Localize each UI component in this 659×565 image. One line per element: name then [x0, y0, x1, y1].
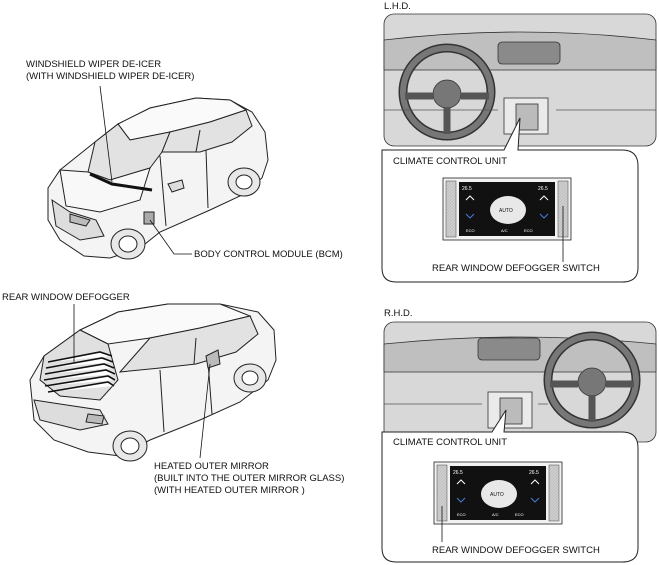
- front-vehicle-illustration: [47, 97, 269, 260]
- lhd-climate-panel: 26.5 26.5 AUTO ECO A/C ECO: [442, 177, 572, 241]
- lhd-temp-right: 26.5: [538, 186, 548, 192]
- rhd-eco-right: ECO: [515, 512, 524, 517]
- rhd-dashboard-illustration: [383, 321, 657, 443]
- rhd-eco-left: ECO: [457, 512, 466, 517]
- lhd-auto-label: AUTO: [499, 208, 513, 214]
- rhd-ac-label: A/C: [492, 512, 499, 517]
- lhd-defogger-switch-label: REAR WINDOW DEFOGGER SWITCH: [432, 263, 600, 274]
- lhd-dashboard-illustration: [383, 13, 657, 147]
- bcm-label: BODY CONTROL MODULE (BCM): [194, 249, 343, 260]
- rhd-temp-right: 26.5: [529, 470, 539, 476]
- rear-defogger-label: REAR WINDOW DEFOGGER: [2, 292, 130, 303]
- wiper-deicer-label-line1: WINDSHIELD WIPER DE-ICER: [26, 59, 162, 70]
- rear-vehicle-illustration: [29, 303, 277, 462]
- wiper-deicer-label-line2: (WITH WINDSHIELD WIPER DE-ICER): [26, 71, 195, 82]
- lhd-climate-control-label: CLIMATE CONTROL UNIT: [393, 156, 508, 167]
- mirror-label-line2: (BUILT INTO THE OUTER MIRROR GLASS): [154, 473, 345, 484]
- rhd-climate-panel: 26.5 26.5 AUTO ECO A/C ECO: [433, 461, 563, 525]
- rhd-defogger-switch-label: REAR WINDOW DEFOGGER SWITCH: [432, 545, 600, 556]
- lhd-temp-left: 26.5: [462, 186, 472, 192]
- mirror-label-line1: HEATED OUTER MIRROR: [154, 461, 269, 472]
- lhd-eco-right: ECO: [524, 228, 533, 233]
- rhd-auto-label: AUTO: [490, 492, 504, 498]
- lhd-label: L.H.D.: [384, 1, 411, 12]
- leader-lines-front: [99, 85, 192, 255]
- mirror-label-line3: (WITH HEATED OUTER MIRROR ): [154, 485, 305, 496]
- rhd-climate-control-label: CLIMATE CONTROL UNIT: [393, 437, 508, 448]
- leader-lines-rear: [73, 304, 211, 459]
- rhd-temp-left: 26.5: [453, 470, 463, 476]
- rhd-label: R.H.D.: [384, 308, 413, 319]
- lhd-eco-left: ECO: [466, 228, 475, 233]
- lhd-ac-label: A/C: [501, 228, 508, 233]
